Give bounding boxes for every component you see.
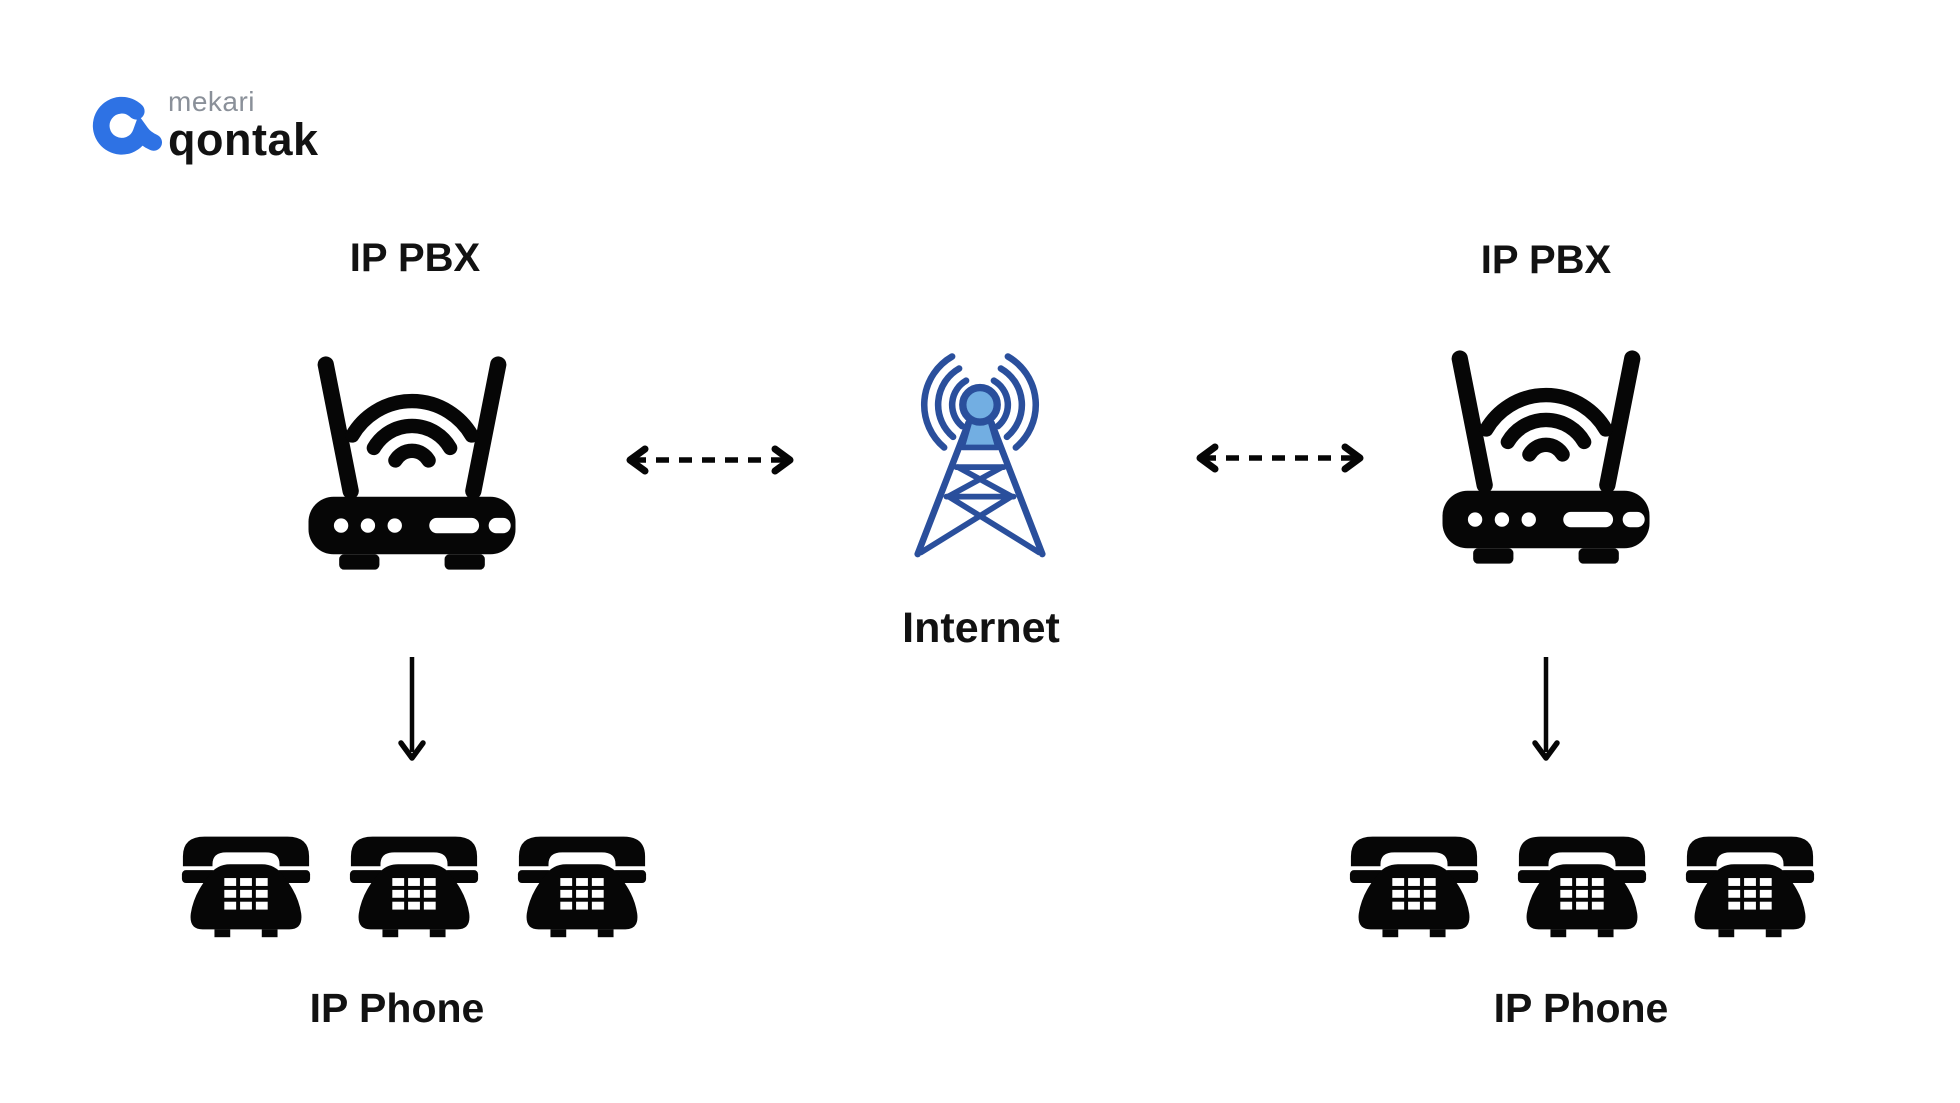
internet-radio-tower-icon [914,353,1046,558]
telephone-icon [1517,836,1647,938]
telephone-icon [1685,836,1815,938]
telephone-icon [181,836,311,938]
left-pbx-phones-down-arrow [398,657,426,761]
left-phone-group [177,826,651,938]
mekari-qontak-logo [86,90,162,171]
telephone-icon [1349,836,1479,938]
left-phone-label: IP Phone [309,985,485,1031]
right-phone-label: IP Phone [1493,985,1669,1031]
right-pbx-label: IP PBX [1480,238,1612,282]
right-phone-group [1345,826,1819,938]
left-pbx-internet-link-arrow [626,445,794,475]
right-pbx-router-icon [1431,338,1661,566]
logo-brand-mekari: mekari [168,86,256,117]
logo-brand-qontak: qontak [168,114,319,165]
qontak-q-icon [92,96,162,155]
left-pbx-router-icon [297,344,527,572]
telephone-icon [349,836,479,938]
telephone-icon [517,836,647,938]
internet-label: Internet [902,604,1060,652]
logo-wordmark: mekari qontak [168,86,319,165]
right-pbx-phones-down-arrow [1532,657,1560,761]
internet-right-pbx-link-arrow [1196,443,1364,473]
left-pbx-label: IP PBX [349,236,481,280]
